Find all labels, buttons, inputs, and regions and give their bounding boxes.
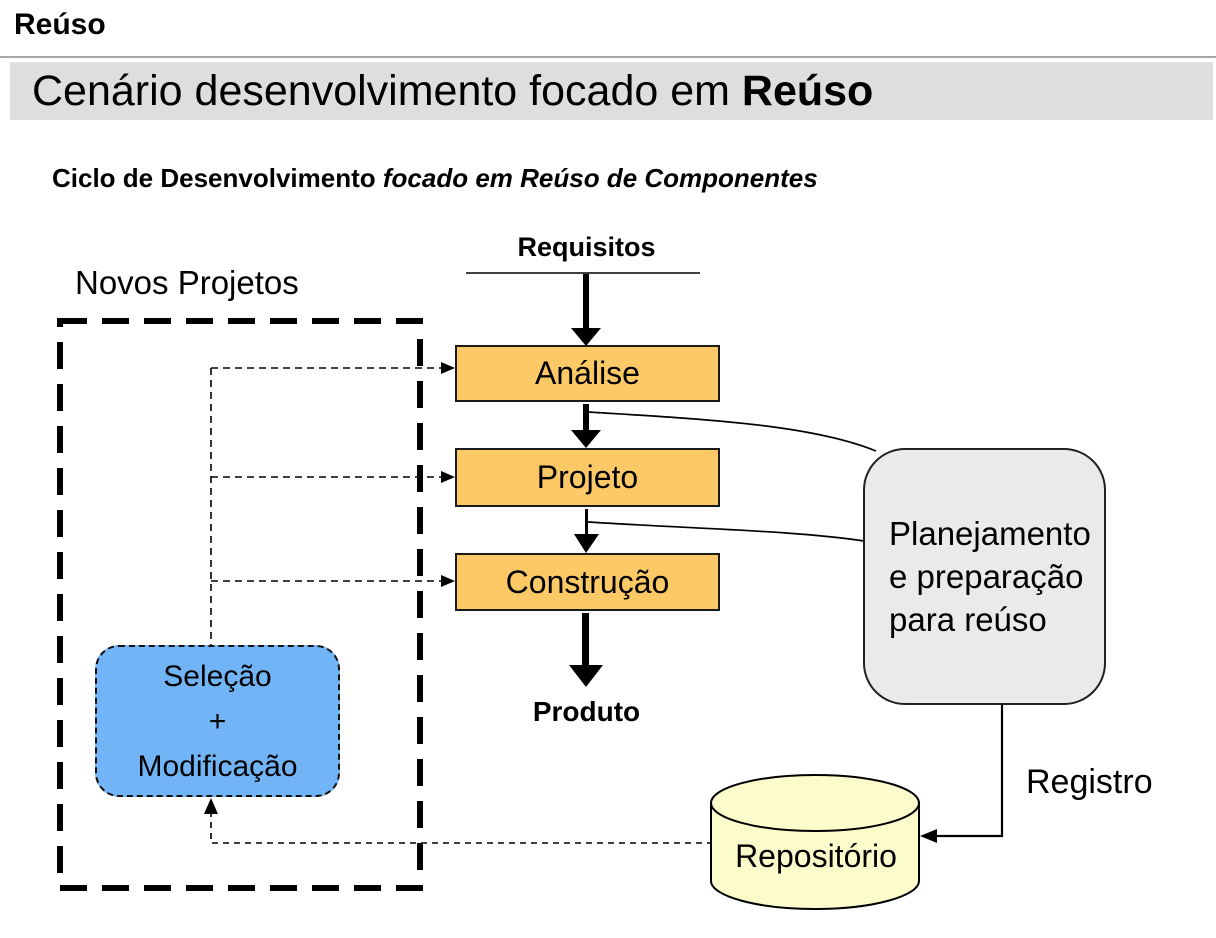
feed-arrowhead-analise <box>441 362 455 374</box>
selection-feed-lines <box>210 367 441 645</box>
feed-arrowhead-projeto <box>441 471 455 483</box>
registro-connector <box>936 705 1004 838</box>
output-label: Produto <box>532 696 641 727</box>
repository-cylinder <box>710 774 920 911</box>
feed-arrowhead-construcao <box>441 575 455 587</box>
flow-arrow-analise-projeto <box>571 404 601 448</box>
subtitle-lead: Ciclo de Desenvolvimento <box>52 163 383 193</box>
page-title: Reúso <box>14 8 106 41</box>
diagram-subtitle: Ciclo de Desenvolvimento focado em Reúso… <box>52 163 818 194</box>
input-label: Requisitos <box>517 232 656 262</box>
flow-arrow-projeto-construcao <box>574 509 599 553</box>
step-box-construcao: Construção <box>455 553 720 611</box>
curve-projeto-to-planejamento <box>587 521 865 542</box>
planning-box: Planejamento e preparação para reúso <box>863 448 1106 705</box>
planning-line-1: Planejamento <box>889 515 1091 552</box>
step-label-construcao: Construção <box>505 563 670 600</box>
step-box-projeto: Projeto <box>455 448 720 507</box>
register-label: Registro <box>1026 763 1153 801</box>
repository-label: Repositório <box>735 838 897 874</box>
repository-return-line <box>210 814 713 844</box>
curve-analise-to-planejamento <box>587 411 877 452</box>
flow-arrow-requisitos-analise <box>571 274 601 346</box>
planning-line-3: para reúso <box>889 601 1047 638</box>
selection-line-2: + <box>208 704 227 738</box>
planning-line-2: e preparação <box>889 558 1084 595</box>
new-projects-label: Novos Projetos <box>75 264 299 301</box>
step-label-projeto: Projeto <box>536 459 639 495</box>
selection-line-1: Seleção <box>163 659 272 693</box>
flow-arrow-construcao-produto <box>569 613 603 687</box>
return-arrowhead-selecao <box>204 798 218 814</box>
slide-heading: Cenário desenvolvimento focado em Reúso <box>32 67 873 116</box>
step-label-analise: Análise <box>535 355 640 391</box>
slide-heading-text: Cenário desenvolvimento focado em <box>32 66 742 115</box>
step-box-analise: Análise <box>455 345 720 402</box>
subtitle-emphasis: focado em Reúso de Componentes <box>382 163 818 193</box>
new-projects-dashed-frame <box>57 318 423 891</box>
title-divider <box>0 56 1216 58</box>
selection-line-3: Modificação <box>137 749 298 783</box>
registro-arrowhead <box>920 829 937 843</box>
slide-heading-banner: Cenário desenvolvimento focado em Reúso <box>10 62 1213 120</box>
slide-heading-highlight: Reúso <box>741 66 874 115</box>
selection-modification-box: Seleção + Modificação <box>95 645 340 797</box>
